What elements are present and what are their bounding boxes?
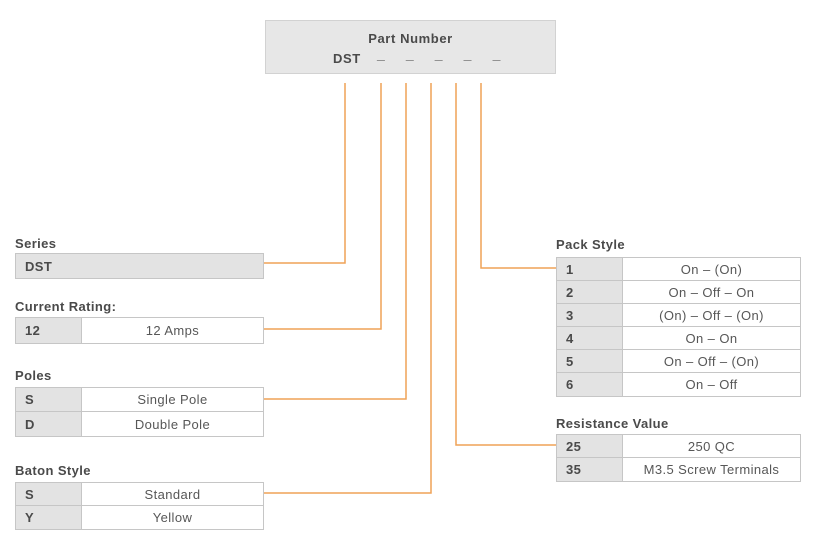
value-cell: Standard (144, 486, 201, 502)
table-row: 25 250 QC (557, 435, 800, 458)
part-number-prefix: DST (333, 51, 361, 66)
section-label-resistance-value: Resistance Value (556, 416, 669, 431)
value-cell: 250 QC (687, 438, 736, 454)
code-cell: 2 (557, 281, 623, 303)
table-row: 5 On – Off – (On) (557, 350, 800, 373)
section-label-current-rating: Current Rating: (15, 299, 117, 314)
part-number-box: Part Number DST _ _ _ _ _ (265, 20, 556, 74)
baton-style-table: S Standard Y Yellow (15, 482, 264, 530)
code-cell: Y (16, 506, 82, 529)
series-code-cell: DST (15, 253, 264, 279)
value-cell: 12 Amps (145, 323, 200, 338)
value-cell: On – On (685, 330, 738, 346)
code-cell: 1 (557, 258, 623, 280)
part-number-title: Part Number (368, 31, 453, 46)
code-cell: 4 (557, 327, 623, 349)
table-row: 2 On – Off – On (557, 281, 800, 304)
current-rating-table: 12 12 Amps (15, 317, 264, 344)
connector-resistance-value (455, 83, 558, 446)
code-cell: 12 (16, 318, 82, 343)
section-label-pack-style: Pack Style (556, 237, 626, 252)
table-row: S Standard (16, 483, 263, 506)
code-cell: 3 (557, 304, 623, 326)
code-cell: 25 (557, 435, 623, 457)
table-row: 12 12 Amps (16, 318, 263, 343)
table-row: Y Yellow (16, 506, 263, 529)
value-cell: Yellow (152, 510, 193, 525)
connector-current-rating (263, 83, 382, 330)
value-cell: On – (On) (680, 261, 743, 277)
table-row: D Double Pole (16, 412, 263, 436)
section-label-baton-style: Baton Style (15, 463, 91, 478)
code-cell: 5 (557, 350, 623, 372)
code-cell: S (16, 388, 82, 411)
table-row: 4 On – On (557, 327, 800, 350)
table-row: 1 On – (On) (557, 258, 800, 281)
section-label-poles: Poles (15, 368, 52, 383)
code-cell: 6 (557, 373, 623, 396)
value-cell: Double Pole (134, 416, 211, 432)
value-cell: M3.5 Screw Terminals (643, 462, 780, 477)
connector-series (263, 83, 346, 264)
code-cell: 35 (557, 458, 623, 481)
value-cell: (On) – Off – (On) (659, 307, 764, 323)
blank-slot-1: _ (377, 46, 385, 62)
connector-baton-style (263, 83, 432, 494)
pack-style-table: 1 On – (On) 2 On – Off – On 3 (On) – Off… (556, 257, 801, 397)
part-number-blanks: _ _ _ _ _ (377, 46, 518, 62)
resistance-value-table: 25 250 QC 35 M3.5 Screw Terminals (556, 434, 801, 482)
table-row: 3 (On) – Off – (On) (557, 304, 800, 327)
poles-table: S Single Pole D Double Pole (15, 387, 264, 437)
blank-slot-4: _ (463, 46, 472, 62)
blank-slot-3: _ (434, 46, 443, 62)
value-cell: On – Off (685, 377, 738, 392)
blank-slot-5: _ (492, 46, 501, 62)
value-cell: On – Off – (On) (663, 353, 760, 369)
value-cell: On – Off – On (668, 284, 755, 300)
blank-slot-2: _ (405, 46, 414, 62)
code-cell: S (16, 483, 82, 505)
value-cell: Single Pole (137, 392, 208, 407)
section-label-series: Series (15, 236, 57, 251)
code-cell: D (16, 412, 82, 436)
table-row: 6 On – Off (557, 373, 800, 396)
connector-pack-style (480, 83, 558, 269)
connector-poles (263, 83, 407, 400)
table-row: S Single Pole (16, 388, 263, 412)
table-row: 35 M3.5 Screw Terminals (557, 458, 800, 481)
